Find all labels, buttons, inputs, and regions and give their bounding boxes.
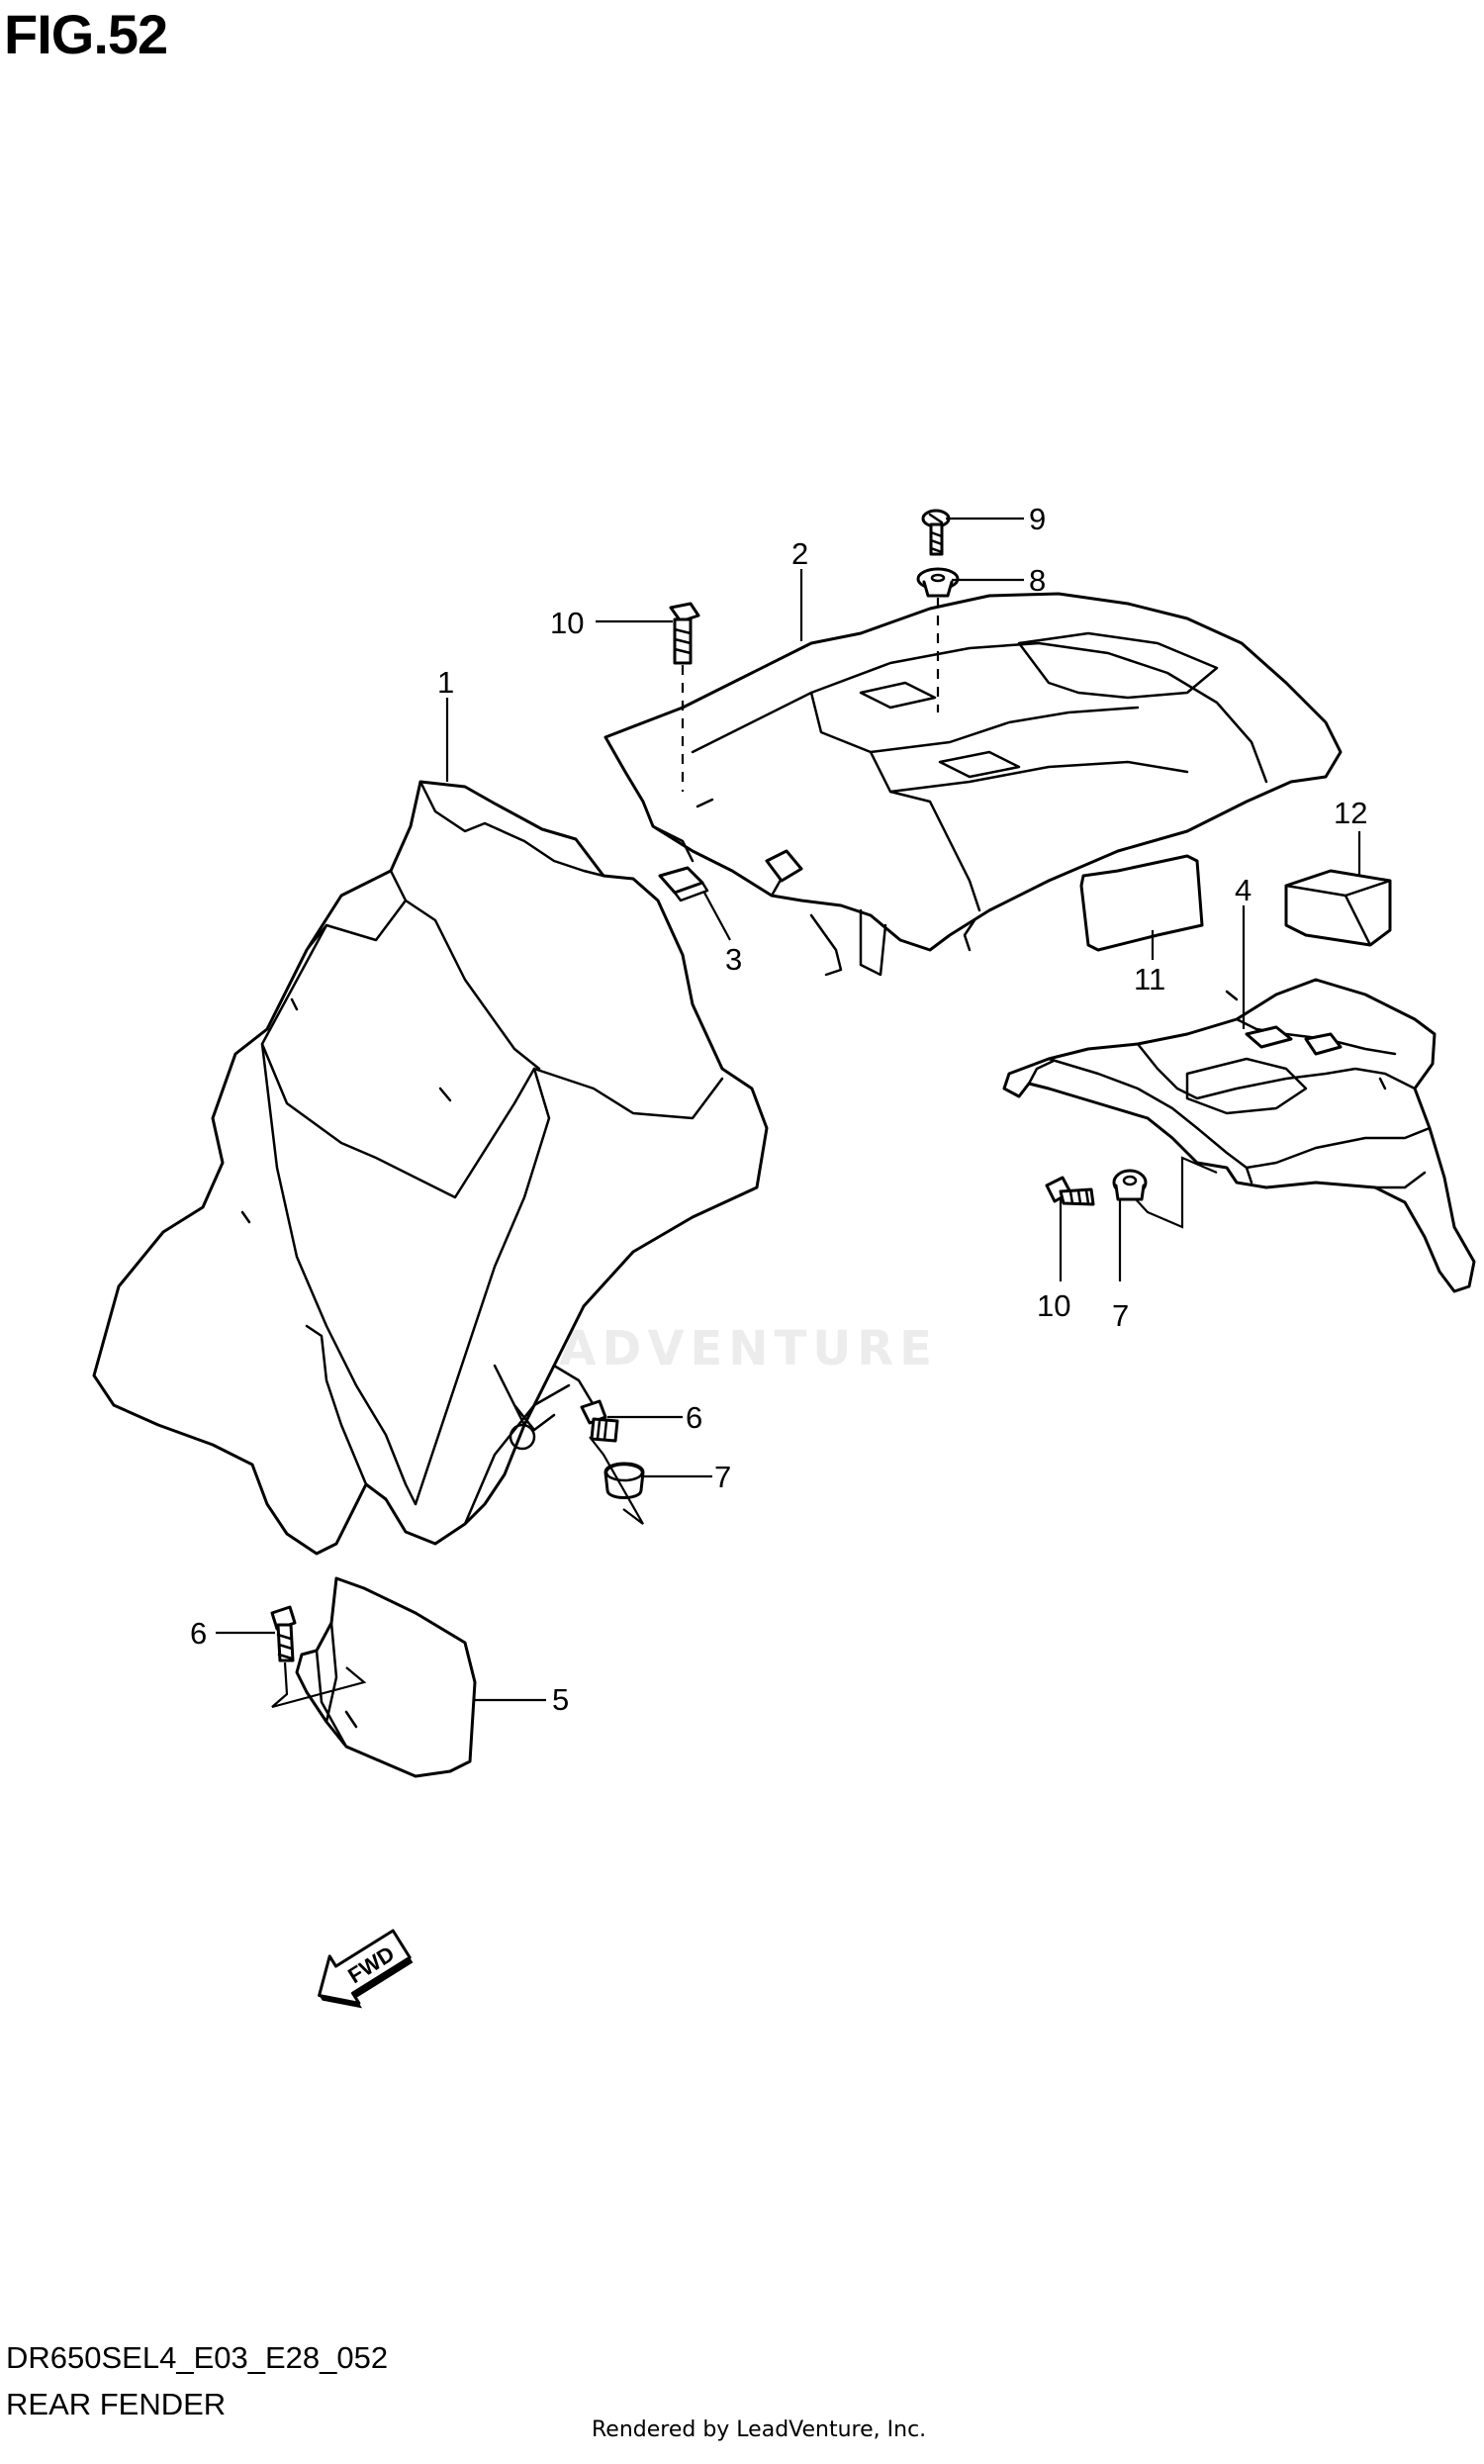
callout-2: 2 bbox=[791, 536, 808, 571]
callout-12: 12 bbox=[1334, 796, 1367, 830]
part-10-bolt-top[interactable] bbox=[669, 602, 700, 665]
fwd-arrow-icon: FWD bbox=[318, 1929, 414, 2009]
callout-3: 3 bbox=[725, 942, 742, 977]
part-9-screw[interactable] bbox=[921, 509, 951, 556]
callout-8: 8 bbox=[1029, 563, 1046, 598]
part-11-reflector[interactable] bbox=[1079, 854, 1204, 952]
callout-labels: 1 2 3 4 5 6 6 7 7 8 9 10 10 11 12 bbox=[190, 502, 1367, 1717]
callout-7a: 7 bbox=[714, 1460, 731, 1494]
part-6-bolt-middle[interactable] bbox=[580, 1399, 619, 1443]
callout-5: 5 bbox=[552, 1682, 569, 1717]
part-7-nut-right[interactable] bbox=[1112, 1169, 1148, 1201]
callout-7b: 7 bbox=[1112, 1298, 1129, 1333]
part-4-bracket[interactable] bbox=[1002, 978, 1476, 1293]
rendered-by-credit: Rendered by LeadVenture, Inc. bbox=[592, 2417, 927, 2442]
callout-6a: 6 bbox=[686, 1400, 702, 1435]
part-12-pad[interactable] bbox=[1284, 869, 1392, 947]
callout-4: 4 bbox=[1235, 873, 1252, 907]
part-6-bolt-lower[interactable] bbox=[270, 1605, 297, 1662]
diagram-code: DR650SEL4_E03_E28_052 bbox=[6, 2340, 389, 2375]
callout-9: 9 bbox=[1029, 502, 1046, 536]
leader-lines bbox=[216, 517, 1361, 1702]
callout-10b: 10 bbox=[1037, 1288, 1070, 1323]
part-1-inner-fender[interactable] bbox=[92, 780, 769, 1556]
callout-10a: 10 bbox=[550, 606, 584, 640]
part-8-nut[interactable] bbox=[916, 567, 960, 598]
callout-11: 11 bbox=[1134, 962, 1165, 996]
part-7-grommet-middle[interactable] bbox=[603, 1462, 645, 1499]
callout-6b: 6 bbox=[190, 1616, 207, 1651]
assembly-lines bbox=[271, 598, 1218, 1709]
callout-1: 1 bbox=[437, 665, 454, 700]
diagram-name: REAR FENDER bbox=[6, 2387, 227, 2421]
part-5-mud-flap[interactable] bbox=[295, 1576, 477, 1778]
part-10-bolt-right[interactable] bbox=[1045, 1176, 1095, 1206]
part-3-clip[interactable] bbox=[658, 866, 709, 902]
figure-title: FIG.52 bbox=[4, 3, 168, 65]
part-2-rear-fender[interactable] bbox=[603, 592, 1343, 977]
